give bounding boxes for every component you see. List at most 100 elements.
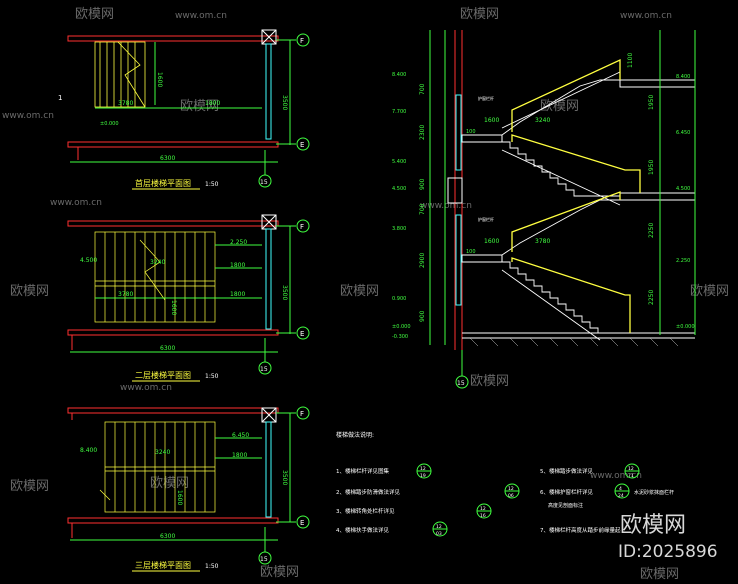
dim-run: 1800 <box>232 452 247 459</box>
dim-run: 1800 <box>230 291 245 298</box>
dim-right: 2250 <box>648 223 655 238</box>
ref-bottom: 24 <box>618 493 624 499</box>
dim-width: 6300 <box>160 155 175 162</box>
dim-mid: 3240 <box>535 117 550 124</box>
watermark-brand: 欧模网 <box>150 476 189 491</box>
stair-section: 1950 1950 2250 2250 1100 8.400 6.450 4.5… <box>392 30 696 389</box>
watermark-id: ID:2025896 <box>618 542 718 562</box>
level-left: 7.700 <box>392 109 406 115</box>
axis-label: 15 <box>260 366 268 373</box>
dim-rail: 100 <box>466 249 476 255</box>
watermark-layer: 欧模网 www.om.cn 欧模网 www.om.cn www.om.cn 欧模… <box>2 7 729 582</box>
dim-depth: 3500 <box>281 285 288 300</box>
level-right: 8.400 <box>676 74 690 80</box>
dim-total-run: 3780 <box>118 100 133 107</box>
watermark-brand-large: 欧模网 <box>620 513 686 538</box>
axis-label: E <box>300 330 304 338</box>
axis-bubble <box>258 174 272 188</box>
dim-left: 900 <box>419 310 426 322</box>
ref-bottom: 16 <box>480 513 486 519</box>
wall-bottom <box>67 329 279 336</box>
level-right: ±0.000 <box>676 324 695 330</box>
axis-bubble <box>296 326 310 340</box>
wall-bottom <box>67 141 279 148</box>
dim-total-run: 3780 <box>118 291 133 298</box>
ref-bottom: 71 <box>628 473 634 479</box>
ref-bottom: 06 <box>508 493 514 499</box>
axis-bubble <box>455 375 469 389</box>
note-suffix: 水泥砂浆抹面栏杆 <box>634 489 674 496</box>
watermark-brand: 欧模网 <box>640 567 679 582</box>
ref-top: 12 <box>436 524 442 530</box>
dim-right: 2250 <box>648 290 655 305</box>
dim-mid: 1600 <box>484 238 499 245</box>
plan-third-floor: 6.450 1800 3240 1600 6300 3500 8.400 F E… <box>67 406 310 572</box>
notes-block: 楼梯做法说明: 1、楼梯栏杆详见图集 12 19 2、楼梯踏步防滑做法详见 12… <box>336 431 674 537</box>
watermark-brand: 欧模网 <box>180 99 219 114</box>
watermark-site: www.om.cn <box>50 198 102 208</box>
axis-bubble <box>296 219 310 233</box>
ground-hatch <box>469 337 679 347</box>
level-left: 4.500 <box>392 186 406 192</box>
dim-width: 6300 <box>160 345 175 352</box>
watermark-brand: 欧模网 <box>540 99 579 114</box>
plan-scale: 1:50 <box>205 181 219 188</box>
beam <box>447 177 463 204</box>
level-right: 2.250 <box>676 258 690 264</box>
level-left: 8.400 <box>392 72 406 78</box>
axis-bubble <box>296 515 310 529</box>
watermark-brand: 欧模网 <box>340 284 379 299</box>
notes-heading: 楼梯做法说明: <box>336 431 374 439</box>
level: 2.250 <box>230 239 247 246</box>
dim-landing: 1600 <box>170 300 177 315</box>
note-item: 3、楼梯转角处栏杆详见 <box>336 507 395 515</box>
rail-label: 护窗栏杆 <box>478 216 494 222</box>
level-left: 0.900 <box>392 296 406 302</box>
axis-bubble <box>258 551 272 565</box>
level: ±0.000 <box>100 121 119 127</box>
dim-run: 1800 <box>205 100 220 107</box>
ref-bottom: 03 <box>436 531 442 537</box>
axis-bubble <box>296 33 310 47</box>
dim-left: 700 <box>419 203 426 215</box>
ref-bottom: 19 <box>420 473 426 479</box>
dim-flight: 3240 <box>150 259 165 266</box>
level-right: 6.450 <box>676 130 690 136</box>
axis-label: E <box>300 519 304 527</box>
window <box>265 43 272 140</box>
dim-top: 1100 <box>627 53 634 68</box>
watermark-site: www.om.cn <box>2 111 54 121</box>
dim-flight: 3240 <box>155 449 170 456</box>
handrails <box>511 58 641 333</box>
note-item: 2、楼梯踏步防滑做法详见 <box>336 488 401 496</box>
level: 8.400 <box>80 447 97 454</box>
level-left: ±0.000 <box>392 324 411 330</box>
rail-label: 护窗栏杆 <box>478 95 494 101</box>
dim-right: 1950 <box>648 160 655 175</box>
watermark-brand: 欧模网 <box>470 374 509 389</box>
watermark-site: www.om.cn <box>420 201 472 211</box>
level-left: 5.400 <box>392 159 406 165</box>
plan-title: 二层楼梯平面图 <box>135 370 191 380</box>
note-item: 5、楼梯踏步做法详见 <box>540 467 593 475</box>
level-right: 4.500 <box>676 186 690 192</box>
wall-top <box>67 220 279 227</box>
axis-label: F <box>300 410 304 418</box>
watermark-brand: 欧模网 <box>460 7 499 22</box>
dim-depth: 3500 <box>281 95 288 110</box>
plan-scale: 1:50 <box>205 563 219 570</box>
watermark-brand: 欧模网 <box>260 565 299 580</box>
level-left: -0.300 <box>392 334 408 340</box>
dim-width: 6300 <box>160 533 175 540</box>
axis-bubble <box>296 137 310 151</box>
column-hatch <box>261 29 277 45</box>
stair-treads <box>94 231 216 323</box>
note-item: 1、楼梯栏杆详见图集 <box>336 467 389 475</box>
ref-top: 12 <box>480 506 486 512</box>
window <box>265 421 272 518</box>
dim-left: 2300 <box>419 125 426 140</box>
watermark-site: www.om.cn <box>590 471 642 481</box>
ref-top: 12 <box>420 466 426 472</box>
dim-depth: 3500 <box>281 470 288 485</box>
